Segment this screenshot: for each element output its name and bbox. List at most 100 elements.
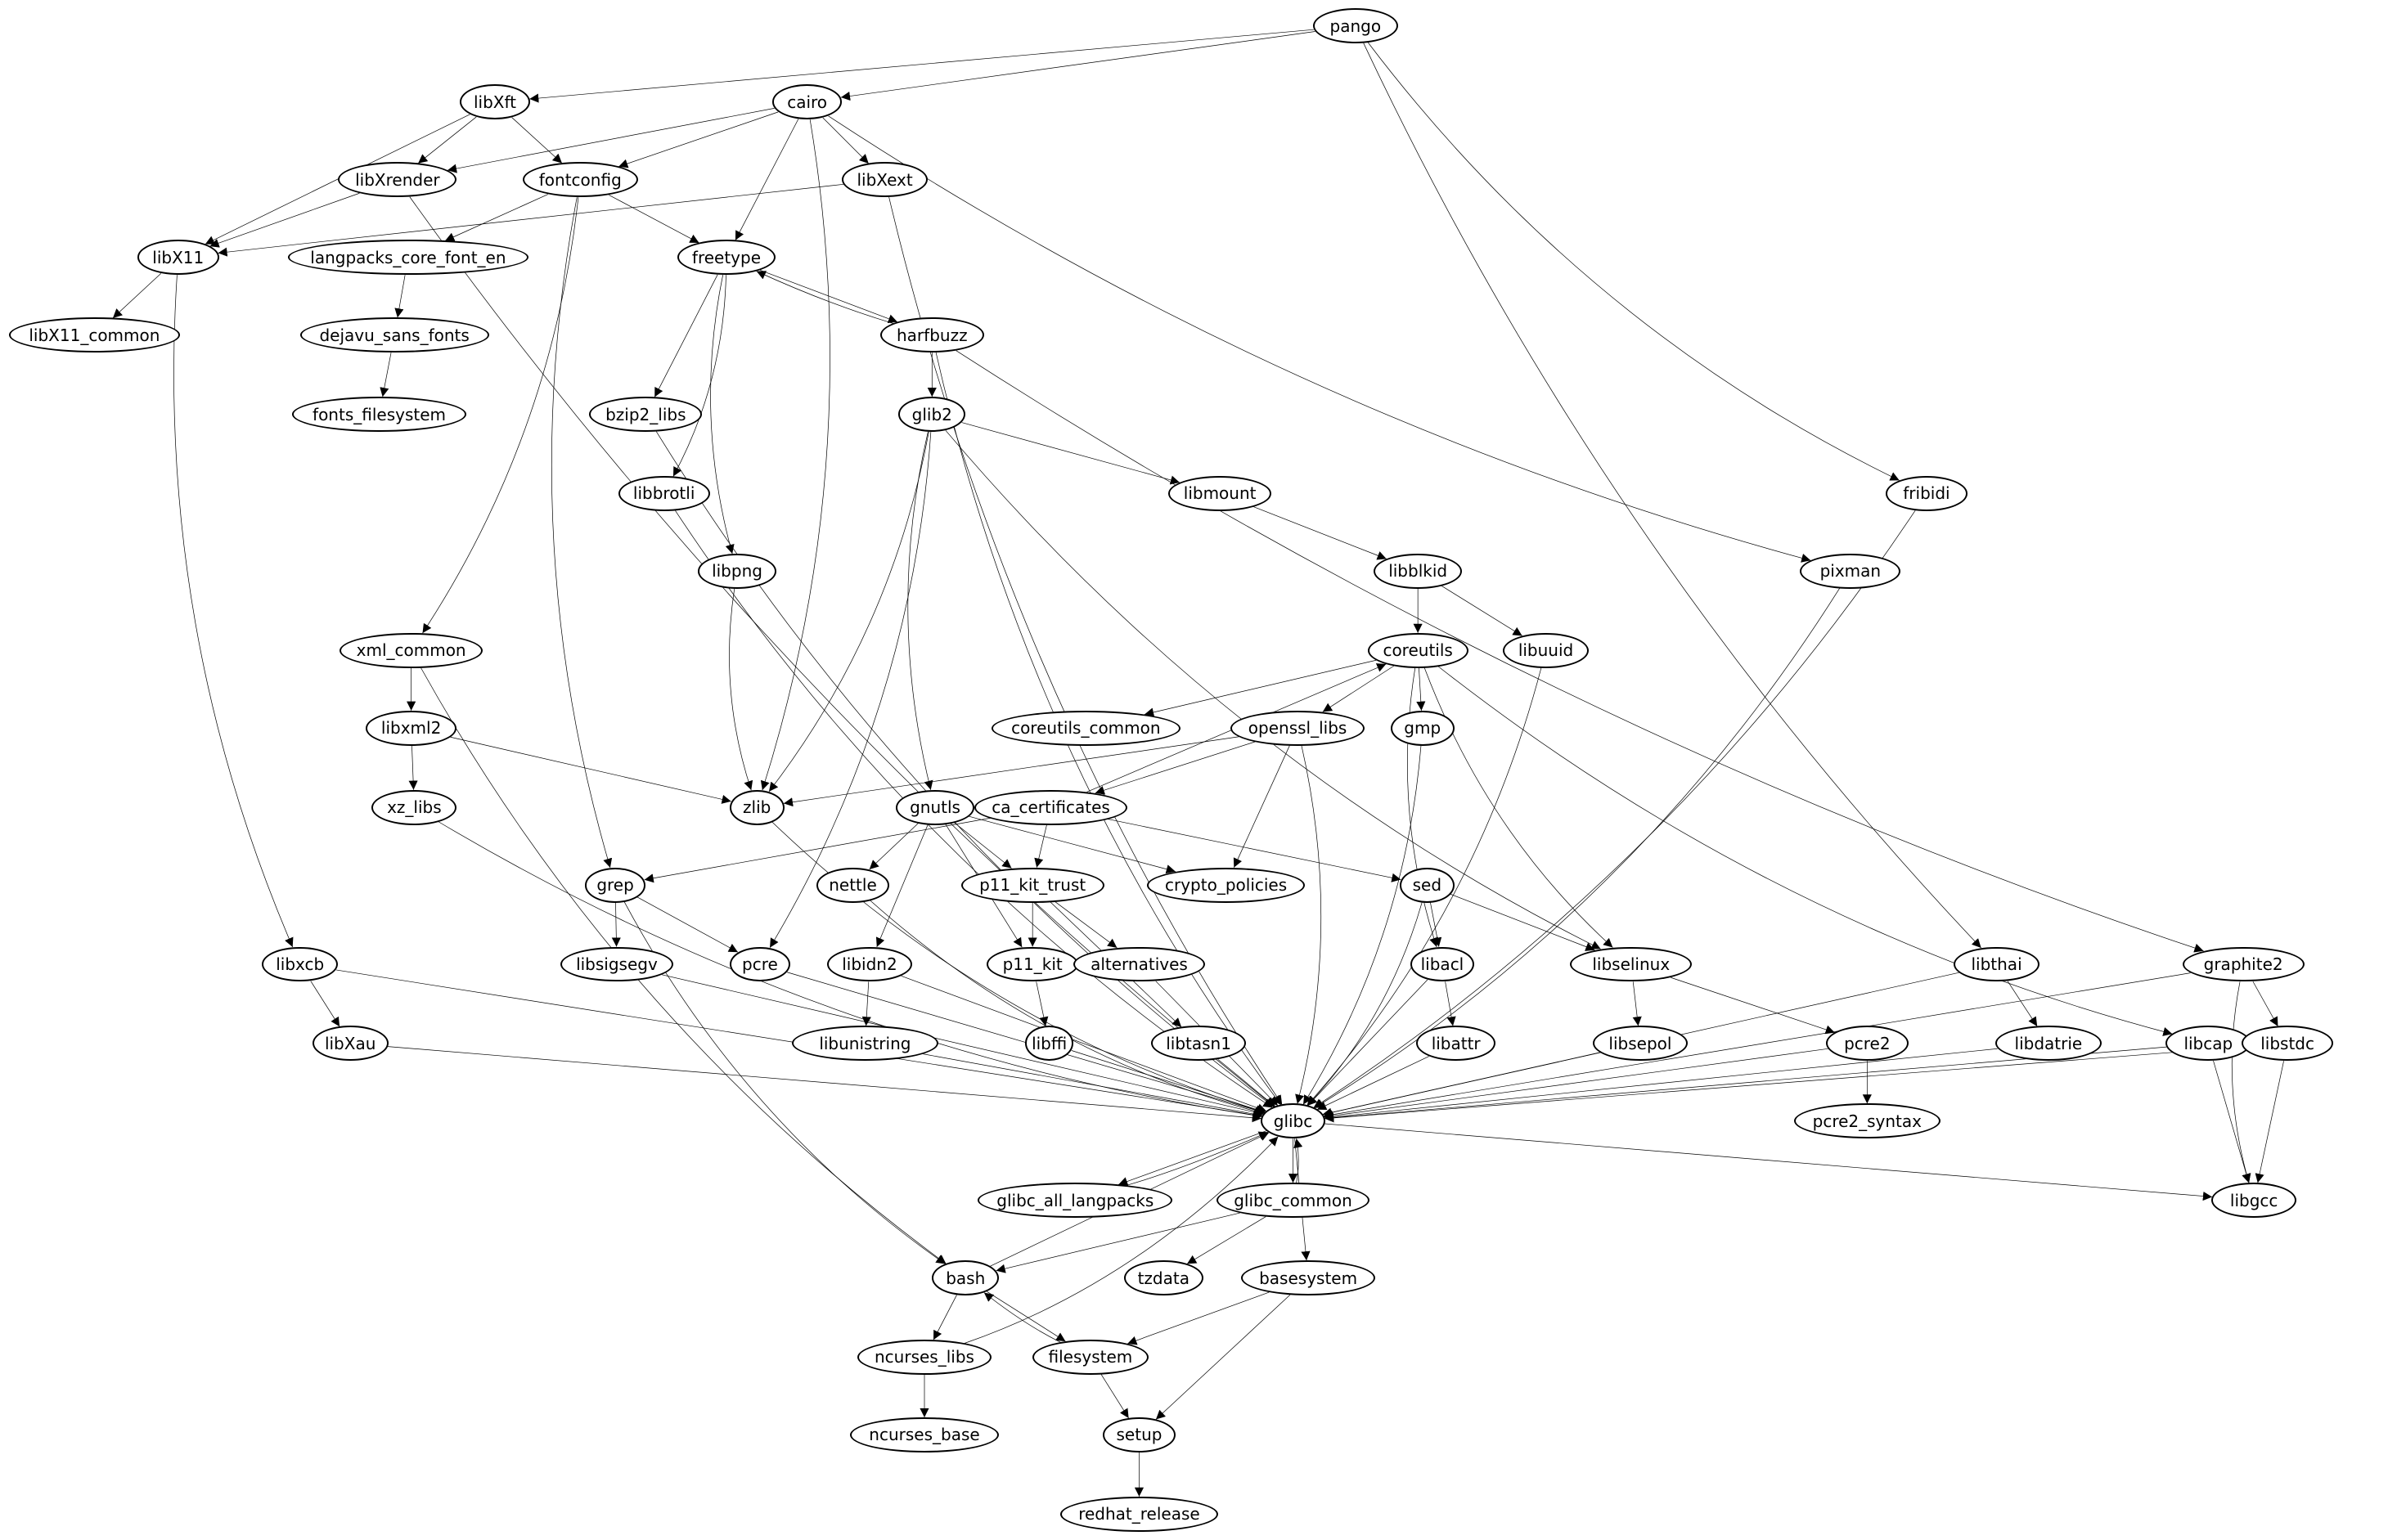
node-libblkid: libblkid — [1374, 554, 1463, 589]
node-alternatives: alternatives — [1073, 946, 1205, 982]
edge-bash-to-filesystem — [987, 1291, 1065, 1341]
edge-glibc-to-libgcc — [1324, 1124, 2212, 1201]
node-libXft: libXft — [460, 84, 530, 120]
node-tzdata: tzdata — [1123, 1260, 1203, 1296]
edge-gnutls-to-nettle — [870, 824, 919, 869]
node-libX11: libX11 — [137, 240, 220, 276]
edge-libidn2-to-libunistring — [861, 981, 871, 1026]
edge-libxml2-to-zlib — [451, 737, 731, 804]
node-libXau: libXau — [312, 1026, 389, 1062]
node-libdatrie: libdatrie — [1994, 1026, 2102, 1062]
edge-sed-to-libacl — [1430, 902, 1442, 946]
node-ncurses-base: ncurses_base — [849, 1417, 1000, 1452]
node-libthai: libthai — [1954, 946, 2039, 982]
node-libselinux: libselinux — [1570, 946, 1693, 982]
edge-glib2-to-gnutls — [908, 432, 933, 790]
edge-libuuid-to-glibc — [1307, 668, 1541, 1106]
node-gnutls: gnutls — [895, 789, 975, 825]
node-zlib: zlib — [729, 789, 785, 825]
edge-sed-to-glibc — [1307, 902, 1422, 1106]
edge-gnutls-to-libidn2 — [875, 824, 928, 947]
node-gmp: gmp — [1390, 710, 1455, 746]
edge-coreutils-to-libcap — [1438, 667, 2172, 1036]
node-libuuid: libuuid — [1503, 632, 1589, 668]
edge-pango-to-libthai — [1364, 43, 1981, 948]
node-p11-kit-trust: p11_kit_trust — [960, 867, 1104, 903]
edge-libXft-to-libXrender — [418, 117, 476, 164]
edge-grep-to-libsigsegv — [611, 903, 621, 947]
edge-openssl-libs-to-ca-certificates — [1095, 742, 1256, 795]
node-harfbuzz: harfbuzz — [880, 317, 984, 353]
node-libacl: libacl — [1410, 946, 1475, 982]
node-libxcb: libxcb — [262, 946, 339, 982]
node-glibc-all-langpacks: glibc_all_langpacks — [978, 1183, 1173, 1219]
edge-gnutls-to-crypto-policies — [969, 816, 1175, 874]
node-ncurses-libs: ncurses_libs — [857, 1340, 992, 1375]
node-langpacks-core-font-en: langpacks_core_font_en — [287, 240, 528, 276]
edge-glibc-common-to-tzdata — [1187, 1217, 1266, 1264]
edge-pixman-to-glibc — [1315, 588, 1840, 1107]
node-redhat-release: redhat_release — [1059, 1496, 1219, 1532]
edge-libXrender-to-glibc — [410, 197, 1275, 1107]
edge-fontconfig-to-xml-common — [422, 197, 578, 633]
edge-harfbuzz-to-glibc — [936, 352, 1281, 1105]
edge-filesystem-to-setup — [1101, 1375, 1129, 1418]
node-libstdc: libstdc — [2242, 1026, 2333, 1062]
node-libgcc: libgcc — [2211, 1183, 2297, 1219]
node-libbrotli: libbrotli — [618, 476, 710, 511]
edge-p11-kit-to-libffi — [1037, 981, 1049, 1026]
edge-libXext-to-libX11 — [218, 184, 843, 257]
edge-gmp-to-glibc — [1303, 746, 1421, 1105]
node-pcre: pcre — [729, 946, 791, 982]
edge-coreutils-to-openssl-libs — [1323, 666, 1394, 712]
edge-libblkid-to-libuuid — [1441, 586, 1522, 635]
edge-cairo-to-libXext — [823, 118, 869, 164]
node-graphite2: graphite2 — [2182, 946, 2305, 982]
edge-ca-certificates-to-sed — [1108, 819, 1401, 882]
node-libXext: libXext — [842, 162, 928, 198]
edge-glib2-to-zlib — [769, 432, 929, 792]
node-glib2: glib2 — [898, 397, 966, 432]
edge-nettle-to-glibc — [870, 900, 1265, 1116]
edge-libselinux-to-pcre2 — [1671, 977, 1835, 1035]
edge-cairo-to-pixman — [829, 116, 1811, 563]
edge-libxcb-to-libXau — [311, 981, 340, 1027]
node-crypto-policies: crypto_policies — [1146, 867, 1306, 903]
node-pcre2-syntax: pcre2_syntax — [1793, 1103, 1941, 1139]
node-libXrender: libXrender — [338, 162, 457, 198]
node-pango: pango — [1312, 8, 1398, 44]
edge-ca-certificates-to-grep — [645, 818, 991, 883]
edge-libacl-to-libattr — [1446, 981, 1456, 1026]
node-openssl-libs: openssl_libs — [1230, 710, 1365, 746]
edge-basesystem-to-setup — [1156, 1295, 1290, 1419]
edge-freetype-to-bzip2-libs — [654, 275, 717, 397]
node-fontconfig: fontconfig — [522, 162, 638, 198]
edge-xz-libs-to-glibc — [438, 822, 1262, 1120]
node-libunistring: libunistring — [792, 1026, 938, 1062]
edge-gnutls-to-p11-kit-trust — [955, 823, 1012, 869]
edge-coreutils-to-gmp — [1416, 668, 1426, 711]
node-basesystem: basesystem — [1241, 1260, 1376, 1296]
node-coreutils-common: coreutils_common — [991, 710, 1181, 746]
edge-libidn2-to-glibc — [902, 976, 1266, 1113]
edge-libstdc-to-libgcc — [2255, 1061, 2284, 1183]
edge-fontconfig-to-grep — [551, 197, 613, 868]
edge-cairo-to-fontconfig — [618, 112, 778, 168]
node-libpng: libpng — [697, 554, 777, 589]
edge-libsigsegv-to-glibc — [662, 975, 1263, 1117]
edge-freetype-to-libbrotli — [673, 275, 726, 476]
node-xml-common: xml_common — [340, 632, 483, 668]
node-p11-kit: p11_kit — [987, 946, 1078, 982]
edge-graphite2-to-glibc — [1324, 973, 2191, 1120]
edge-dejavu-sans-fonts-to-fonts-filesystem — [380, 352, 391, 397]
edge-freetype-to-libpng — [711, 275, 735, 554]
edge-libcap-to-libgcc — [2214, 1061, 2251, 1183]
edge-libX11-to-libxcb — [173, 275, 294, 947]
edge-libXft-to-fontconfig — [512, 118, 562, 164]
node-xz-libs: xz_libs — [371, 789, 457, 825]
edge-bzip2-libs-to-glibc — [656, 432, 1274, 1107]
edge-libstdc-to-glibc — [1324, 1047, 2242, 1123]
edge-coreutils-to-libselinux — [1424, 668, 1612, 948]
